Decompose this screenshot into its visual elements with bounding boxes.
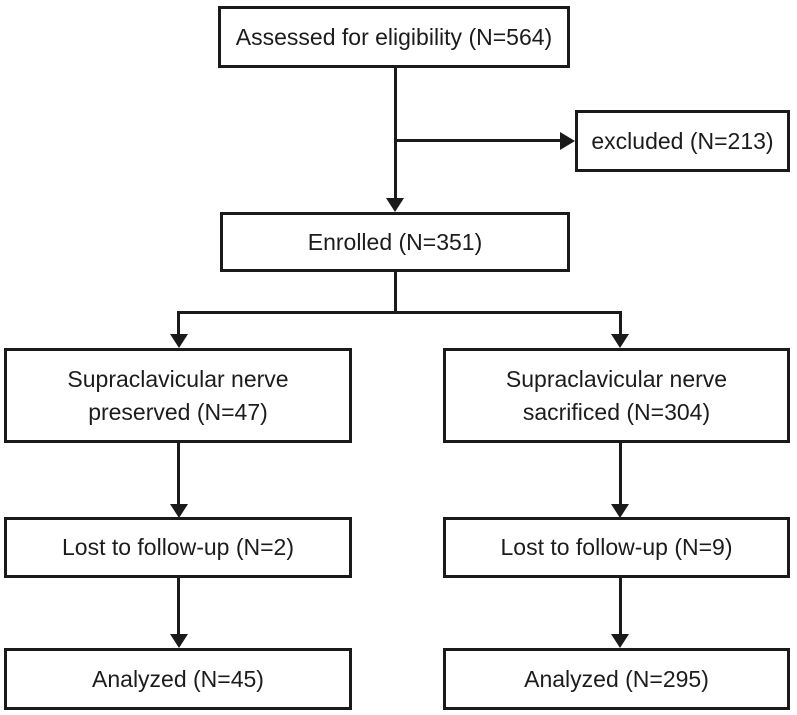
connector-lost-to-analyzed-left — [177, 578, 180, 634]
arrowhead-down-icon — [170, 334, 188, 348]
arrowhead-down-icon — [170, 504, 188, 518]
arrowhead-right-icon — [560, 132, 575, 150]
node-analyzed-preserved: Analyzed (N=45) — [4, 648, 352, 710]
node-label-line1: Supraclavicular nerve — [67, 365, 289, 392]
node-label: Analyzed (N=45) — [92, 665, 264, 692]
node-label-line2: preserved (N=47) — [88, 398, 268, 425]
node-lost-followup-preserved: Lost to follow-up (N=2) — [4, 517, 352, 578]
connector-split-to-sacrificed — [619, 311, 622, 334]
node-enrolled: Enrolled (N=351) — [220, 212, 570, 272]
arrowhead-down-icon — [386, 198, 404, 212]
connector-sacrificed-to-lost — [619, 443, 622, 504]
arrowhead-down-icon — [611, 334, 629, 348]
node-label: excluded (N=213) — [591, 127, 774, 154]
node-label: Assessed for eligibility (N=564) — [235, 23, 553, 50]
connector-split-to-preserved — [177, 311, 180, 334]
node-nerve-sacrificed: Supraclavicular nerve sacrificed (N=304) — [443, 348, 790, 443]
connector-enrolled-to-split — [394, 272, 397, 314]
arrowhead-down-icon — [611, 634, 629, 648]
node-label: Analyzed (N=295) — [524, 665, 709, 692]
connector-split-horizontal — [177, 311, 622, 314]
node-label-line2: sacrificed (N=304) — [522, 398, 711, 425]
arrowhead-down-icon — [170, 634, 188, 648]
node-label: Lost to follow-up (N=2) — [61, 534, 295, 561]
node-excluded: excluded (N=213) — [575, 110, 790, 172]
connector-preserved-to-lost — [177, 443, 180, 504]
arrowhead-down-icon — [611, 504, 629, 518]
connector-lost-to-analyzed-right — [619, 578, 622, 634]
node-label: Enrolled (N=351) — [307, 228, 483, 255]
connector-assessed-to-excluded — [394, 139, 560, 142]
node-lost-followup-sacrificed: Lost to follow-up (N=9) — [443, 517, 790, 578]
node-analyzed-sacrificed: Analyzed (N=295) — [443, 648, 790, 710]
node-nerve-preserved: Supraclavicular nerve preserved (N=47) — [4, 348, 352, 443]
node-label: Lost to follow-up (N=9) — [500, 534, 733, 561]
node-assessed-for-eligibility: Assessed for eligibility (N=564) — [218, 6, 570, 68]
node-label-line1: Supraclavicular nerve — [505, 365, 728, 392]
connector-assessed-to-enrolled — [394, 68, 397, 200]
